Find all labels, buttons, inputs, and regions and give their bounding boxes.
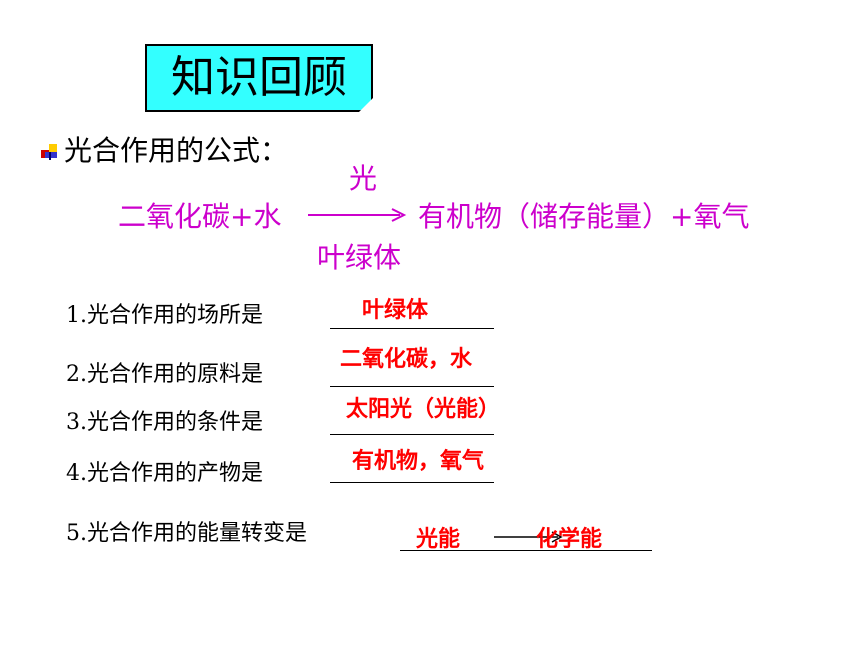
answer-blank-5 [400, 550, 652, 551]
equation-reactants: 二氧化碳+水 [118, 200, 282, 233]
energy-arrow-icon [494, 531, 563, 543]
question-5: 5.光合作用的能量转变是 [66, 521, 307, 546]
question-4: 4.光合作用的产物是 [66, 461, 263, 486]
question-1: 1.光合作用的场所是 [66, 303, 263, 328]
equation-products: 有机物（储存能量）+氧气 [418, 200, 750, 233]
answer-blank-2 [330, 386, 494, 387]
answer-blank-1 [330, 328, 494, 329]
reaction-arrow-icon [308, 208, 407, 222]
bullet-icon [41, 144, 57, 160]
equation-condition-chloroplast: 叶绿体 [317, 241, 402, 274]
answer-blank-4 [330, 482, 494, 483]
answer-5-to: 化学能 [536, 527, 603, 552]
page-title: 知识回顾 [171, 52, 347, 103]
formula-heading: 光合作用的公式： [64, 134, 289, 167]
equation-condition-light: 光 [349, 162, 378, 195]
answer-3: 太阳光（光能） [346, 397, 501, 422]
question-2: 2.光合作用的原料是 [66, 362, 263, 387]
folded-corner [359, 98, 373, 112]
question-3: 3.光合作用的条件是 [66, 410, 263, 435]
answer-1: 叶绿体 [362, 298, 429, 323]
title-box: 知识回顾 [145, 44, 373, 112]
answer-blank-3 [330, 434, 494, 435]
answer-5-from: 光能 [416, 527, 461, 552]
answer-4: 有机物，氧气 [352, 449, 485, 474]
answer-2: 二氧化碳，水 [340, 347, 473, 372]
